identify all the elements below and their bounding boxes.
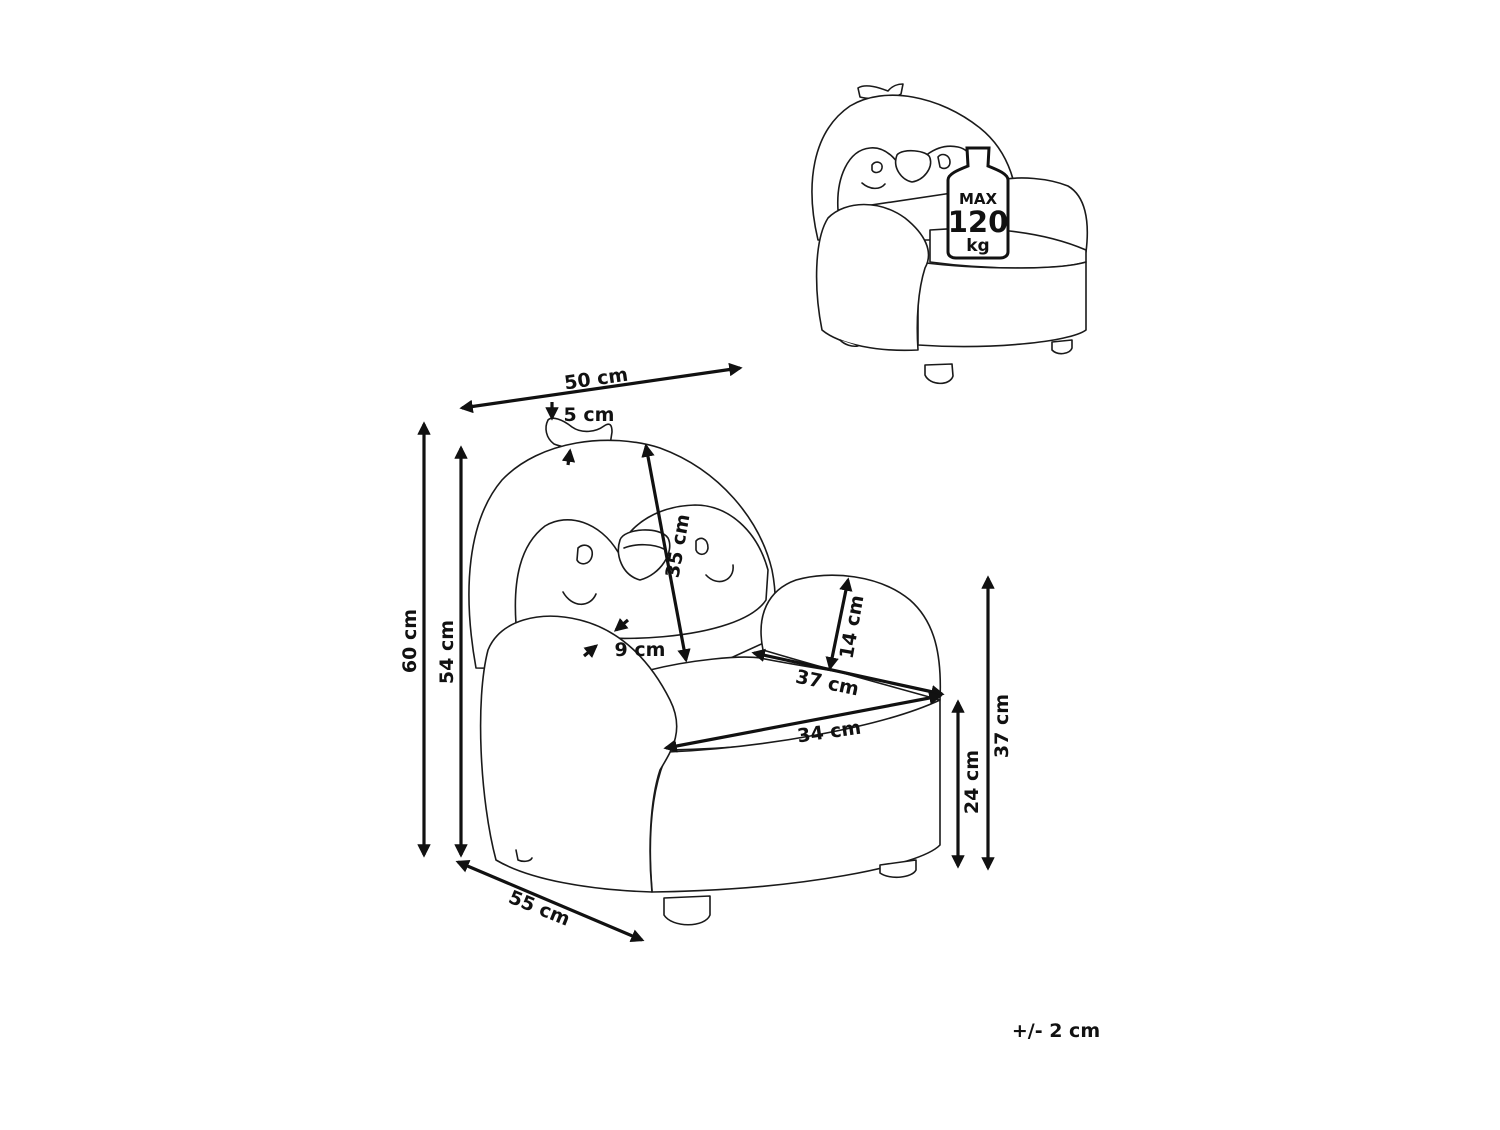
max-load-badge: MAX 120 kg (946, 146, 1010, 260)
max-label: MAX (959, 190, 998, 208)
seat-width-arrow (663, 691, 943, 753)
back-height-label: 54 cm (436, 620, 458, 684)
arm-thickness-arrow-top (613, 617, 630, 632)
back-inner-height-arrow (641, 443, 691, 663)
seat-depth-arrow (751, 648, 945, 699)
seat-height-label: 24 cm (961, 750, 983, 814)
width-label: 50 cm (563, 364, 630, 395)
arm-thickness-arrow-bottom (582, 644, 599, 659)
arm-total-height-label: 37 cm (991, 694, 1013, 758)
total-height-label: 60 cm (399, 609, 421, 673)
crest-label: 5 cm (564, 404, 615, 426)
crest-arrow-bottom (561, 448, 576, 466)
width-arrow (459, 362, 743, 414)
dimension-arrows (417, 362, 995, 942)
weight-icon (946, 146, 1010, 260)
tolerance-note: +/- 2 cm (1012, 1020, 1100, 1042)
depth-arrow (455, 860, 645, 942)
max-weight-value: 120 (948, 205, 1009, 239)
main-chair-illustration (468, 417, 942, 926)
arm-thickness-label: 9 cm (615, 639, 666, 661)
max-weight-unit: kg (966, 236, 989, 256)
depth-label: 55 cm (505, 886, 573, 930)
